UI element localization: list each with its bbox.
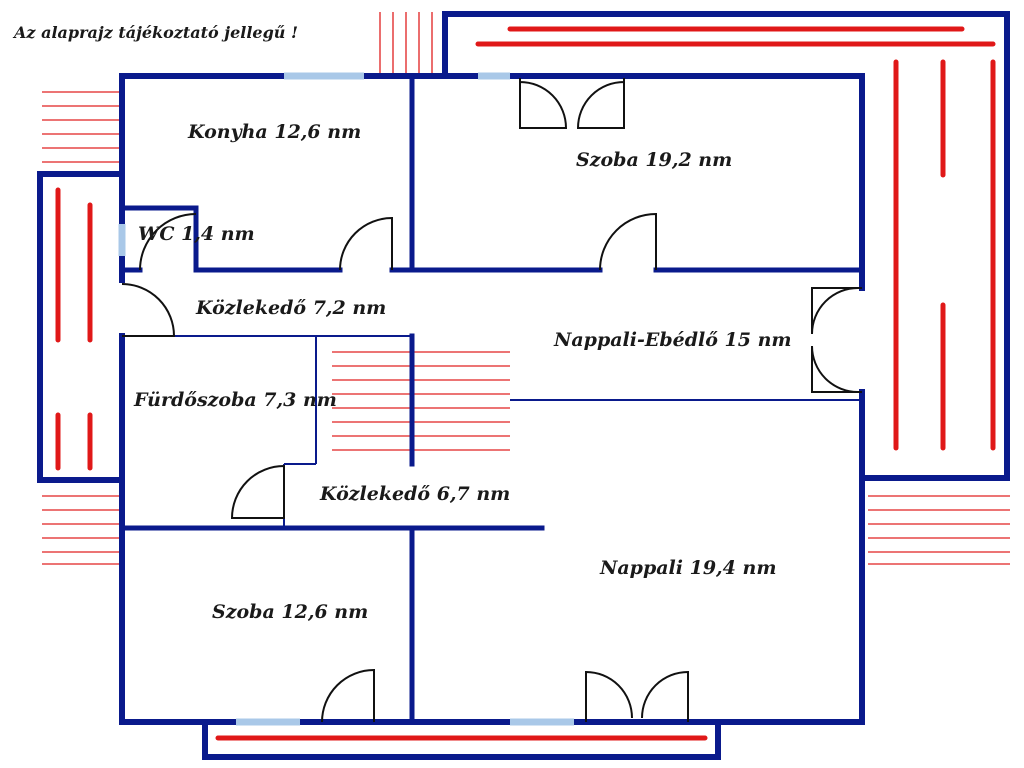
room-label-kozlekedo-1: Közlekedő 7,2 nm <box>195 297 386 319</box>
heating-lines <box>55 26 996 741</box>
room-label-nappali-ebedlo: Nappali-Ebédlő 15 nm <box>553 329 792 351</box>
room-label-furdoszoba: Fürdőszoba 7,3 nm <box>133 389 337 411</box>
room-label-nappali: Nappali 19,4 nm <box>599 557 776 579</box>
windows <box>118 72 574 726</box>
doors <box>121 78 862 723</box>
room-label-szoba-felso: Szoba 19,2 nm <box>576 149 732 171</box>
room-label-wc: WC 1,4 nm <box>138 223 255 245</box>
room-label-szoba-also: Szoba 12,6 nm <box>212 601 368 623</box>
disclaimer-note: Az alaprajz tájékoztató jellegű ! <box>12 23 298 42</box>
terrace-outlines <box>37 11 1010 760</box>
room-label-konyha: Konyha 12,6 nm <box>187 121 361 143</box>
stair-hatching <box>42 12 1010 565</box>
room-label-kozlekedo-2: Közlekedő 6,7 nm <box>319 483 510 505</box>
